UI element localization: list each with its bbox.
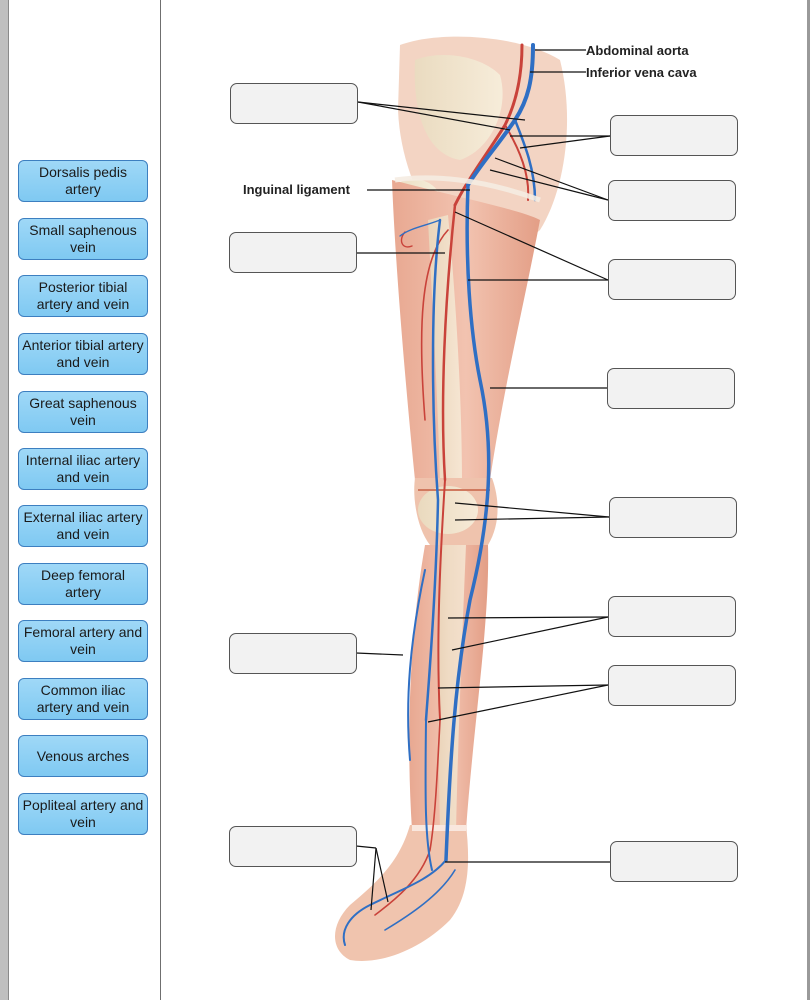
- drop-target-12[interactable]: [610, 841, 738, 882]
- term-internal-iliac-artery-and-vein[interactable]: Internal iliac artery and vein: [18, 448, 148, 490]
- window-frame-left: [0, 0, 9, 1000]
- word-bank: Dorsalis pedis artery Small saphenous ve…: [0, 0, 160, 1000]
- term-posterior-tibial-artery-and-vein[interactable]: Posterior tibial artery and vein: [18, 275, 148, 317]
- drop-target-6[interactable]: [607, 368, 735, 409]
- femur-shaft: [428, 215, 462, 485]
- drop-target-2[interactable]: [610, 115, 738, 156]
- drop-target-3[interactable]: [608, 180, 736, 221]
- term-deep-femoral-artery[interactable]: Deep femoral artery: [18, 563, 148, 605]
- term-common-iliac-artery-and-vein[interactable]: Common iliac artery and vein: [18, 678, 148, 720]
- term-anterior-tibial-artery-and-vein[interactable]: Anterior tibial artery and vein: [18, 333, 148, 375]
- term-dorsalis-pedis-artery[interactable]: Dorsalis pedis artery: [18, 160, 148, 202]
- label-inguinal-ligament: Inguinal ligament: [243, 182, 350, 197]
- drop-target-10[interactable]: [608, 665, 736, 706]
- femur-head: [393, 179, 441, 225]
- term-femoral-artery-and-vein[interactable]: Femoral artery and vein: [18, 620, 148, 662]
- drop-target-9[interactable]: [229, 633, 357, 674]
- term-popliteal-artery-and-vein[interactable]: Popliteal artery and vein: [18, 793, 148, 835]
- drop-target-11[interactable]: [229, 826, 357, 867]
- term-external-iliac-artery-and-vein[interactable]: External iliac artery and vein: [18, 505, 148, 547]
- ilium-bone: [414, 55, 503, 160]
- arteries: [374, 43, 530, 916]
- inguinal-ligament: [394, 175, 541, 203]
- thigh: [392, 180, 540, 480]
- label-inferior-vena-cava: Inferior vena cava: [586, 65, 697, 80]
- knee: [414, 478, 498, 545]
- drop-target-8[interactable]: [608, 596, 736, 637]
- word-bank-divider: [160, 0, 161, 1000]
- term-great-saphenous-vein[interactable]: Great saphenous vein: [18, 391, 148, 433]
- patella: [418, 486, 478, 534]
- drop-target-7[interactable]: [609, 497, 737, 538]
- drop-target-4[interactable]: [229, 232, 357, 273]
- pelvis-region: [398, 36, 568, 247]
- leader-lines: [355, 49, 611, 911]
- lower-leg: [409, 545, 489, 830]
- veins: [342, 43, 537, 946]
- drop-target-5[interactable]: [608, 259, 736, 300]
- term-small-saphenous-vein[interactable]: Small saphenous vein: [18, 218, 148, 260]
- tibia: [438, 545, 466, 830]
- term-venous-arches[interactable]: Venous arches: [18, 735, 148, 777]
- label-abdominal-aorta: Abdominal aorta: [586, 43, 689, 58]
- window-frame-right: [807, 0, 810, 1000]
- drop-target-1[interactable]: [230, 83, 358, 124]
